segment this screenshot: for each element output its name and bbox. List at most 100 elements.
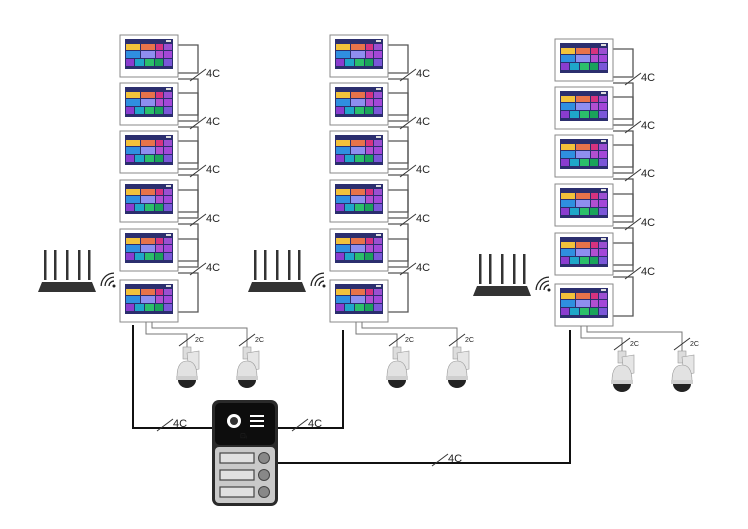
cable-tick — [673, 337, 691, 351]
screen-tile — [591, 293, 598, 299]
screen-tile — [599, 55, 607, 62]
antenna — [66, 250, 69, 280]
call-button — [258, 452, 270, 464]
trunk-cable-1 — [132, 325, 212, 429]
camera-housing — [611, 364, 633, 382]
status-icons — [166, 136, 171, 138]
screen-tile — [599, 208, 607, 215]
screen-tile — [580, 111, 589, 118]
screen-tile — [366, 51, 373, 58]
screen-tile — [599, 308, 607, 315]
camera-dome — [178, 380, 196, 388]
screen-tile — [374, 51, 382, 58]
camera-cable — [361, 322, 458, 347]
screen-tile — [164, 204, 172, 211]
wifi-arc — [543, 284, 550, 291]
name-plate — [219, 469, 255, 481]
indoor-monitor — [329, 82, 389, 126]
screen-tile — [570, 308, 579, 315]
screen-tile — [576, 249, 590, 256]
antenna — [44, 250, 47, 280]
cable-label: 4C — [448, 453, 462, 465]
camera-cable — [151, 322, 248, 347]
screen-tile — [345, 253, 354, 260]
monitor-cable — [613, 276, 634, 317]
monitor-cable — [178, 189, 199, 219]
screen-tile — [351, 238, 365, 244]
screen-tile — [561, 200, 575, 207]
indoor-monitor — [329, 279, 389, 323]
camera-dome — [613, 384, 631, 392]
status-icons — [376, 136, 381, 138]
cable-label: 4C — [206, 164, 220, 176]
screen-tile — [135, 304, 144, 311]
call-button — [258, 486, 270, 498]
cable-label: 2C — [690, 341, 699, 348]
screen-tile — [599, 257, 607, 264]
wifi-router-device — [248, 250, 326, 292]
cable-label: 4C — [206, 213, 220, 225]
screen-tile — [599, 63, 607, 70]
screen-tile — [591, 96, 598, 102]
status-icons — [376, 234, 381, 236]
cable-label: 4C — [416, 68, 430, 80]
screen-tile — [141, 147, 155, 154]
camera-ring — [236, 376, 258, 380]
cable-label: 4C — [416, 262, 430, 274]
screen-tile — [145, 59, 154, 66]
screen-tile — [145, 155, 154, 162]
screen-tile — [164, 253, 172, 260]
cable-label: 4C — [206, 262, 220, 274]
screen-tile — [561, 308, 569, 315]
wifi-arc — [535, 276, 550, 291]
screen-tile — [126, 204, 134, 211]
screen-tile — [365, 59, 373, 66]
antenna — [288, 250, 291, 280]
indoor-monitor — [119, 34, 179, 78]
screen-tile — [591, 242, 598, 248]
camera-ring — [611, 380, 633, 384]
name-plate — [219, 486, 255, 498]
cable-label: 4C — [206, 68, 220, 80]
cable-label: 4C — [641, 72, 655, 84]
screen-tile — [141, 140, 155, 146]
monitor-cable — [178, 238, 199, 268]
screen-tile — [336, 238, 350, 244]
wifi-arc — [310, 272, 325, 287]
monitor-cable — [613, 48, 634, 78]
screen-tile — [590, 159, 598, 166]
antenna — [479, 254, 482, 284]
cable-label: 2C — [630, 341, 639, 348]
screen-tile — [164, 189, 172, 195]
screen-tile — [561, 63, 569, 70]
screen-tile — [351, 196, 365, 203]
screen-tile — [580, 159, 589, 166]
screen-tile — [145, 253, 154, 260]
screen-tile — [570, 111, 579, 118]
screen-tile — [351, 140, 365, 146]
cable-label: 4C — [641, 266, 655, 278]
cable-tick — [624, 120, 642, 134]
screen-tile — [126, 140, 140, 146]
screen-tile — [355, 155, 364, 162]
screen-tile — [599, 249, 607, 256]
screen-tile — [561, 159, 569, 166]
status-icons — [166, 40, 171, 42]
screen-tile — [366, 147, 373, 154]
camera-cable — [586, 326, 683, 351]
screen-tile — [374, 189, 382, 195]
screen-tile — [599, 159, 607, 166]
screen-tile — [345, 204, 354, 211]
screen-tile — [351, 245, 365, 252]
cable-tick — [189, 68, 207, 82]
screen-tile — [561, 300, 575, 307]
screen-tile — [164, 107, 172, 114]
screen-tile — [576, 48, 590, 54]
wifi-icon — [310, 272, 326, 288]
cable-tick — [291, 418, 309, 432]
monitor-cable — [178, 272, 199, 313]
ptz-camera — [236, 346, 260, 388]
screen-tile — [145, 304, 154, 311]
camera-lens — [230, 417, 238, 425]
screen-tile — [135, 107, 144, 114]
